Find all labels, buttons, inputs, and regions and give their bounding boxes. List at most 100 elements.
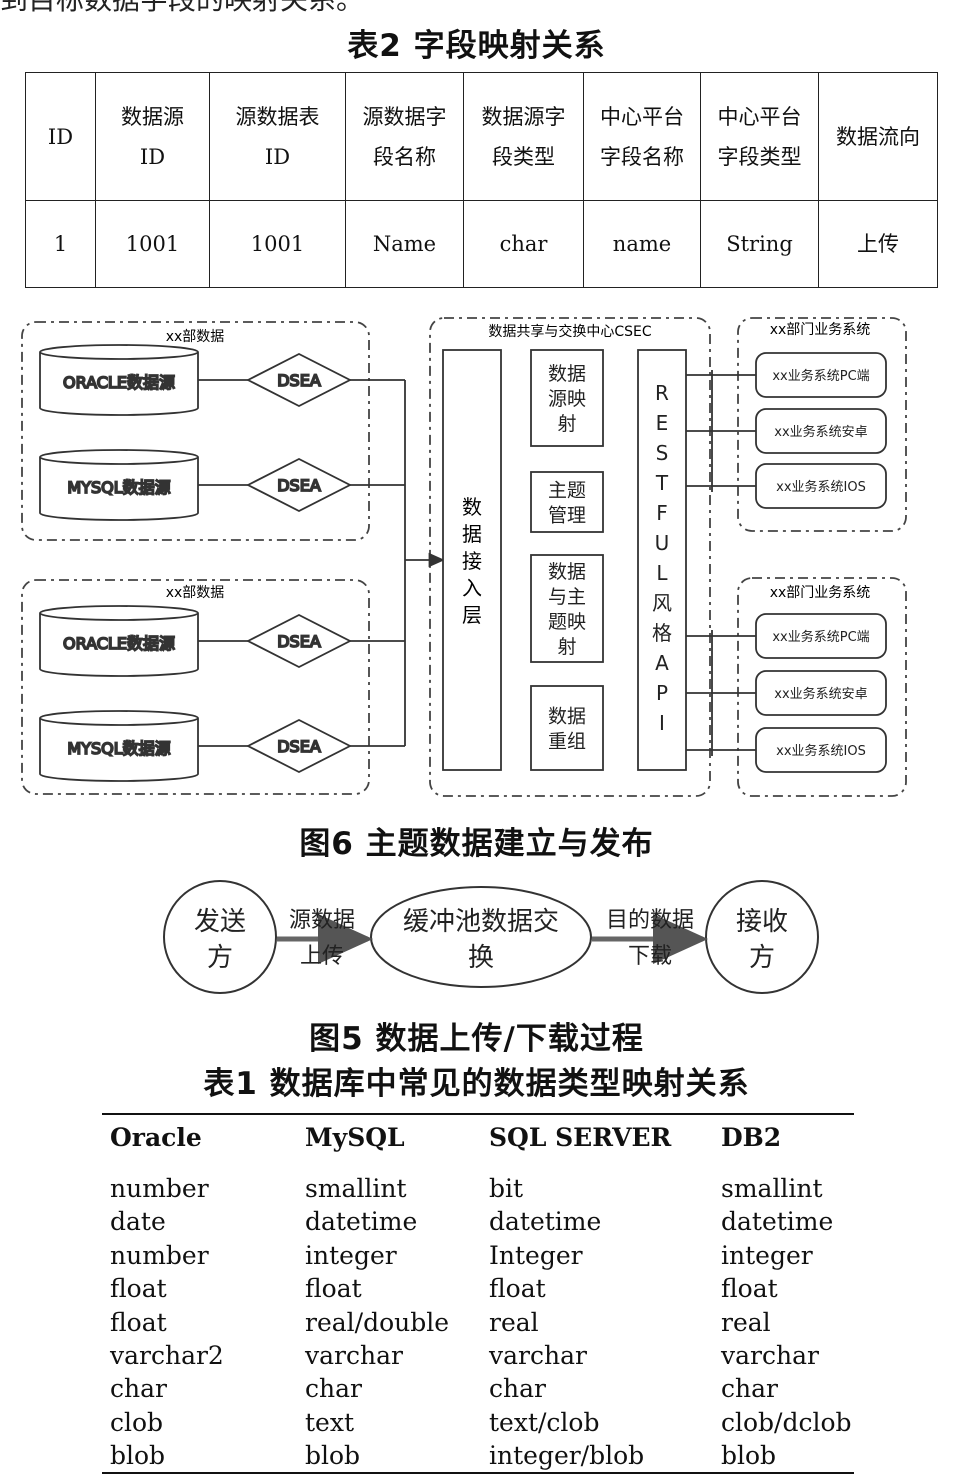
table-cell: smallint <box>305 1174 407 1203</box>
table-cell: text <box>305 1407 354 1437</box>
api-char: U <box>655 531 670 555</box>
table-cell: integer <box>305 1240 397 1270</box>
table-cell: 1001 <box>95 200 210 288</box>
receiver-node <box>705 880 819 994</box>
business-system-item: xx业务系统PC端 <box>755 352 887 398</box>
restful-api-box <box>637 349 687 771</box>
table-cell: blob <box>110 1441 166 1471</box>
receiver-label: 接收 <box>736 907 788 937</box>
dsea-node: DSEA <box>246 352 352 408</box>
table-cell: float <box>305 1274 362 1304</box>
table-cell: datetime <box>305 1207 418 1237</box>
table-cell: datetime <box>721 1207 834 1237</box>
table-cell: bit <box>489 1174 524 1203</box>
top-text-fragment: 到目标数据字段的映射关系。 <box>0 0 600 18</box>
column-header: DB2 <box>721 1123 782 1152</box>
table-cell: char <box>110 1374 167 1404</box>
table-cell: integer <box>721 1240 813 1270</box>
center-title: 数据共享与交换中心CSEC <box>488 323 652 340</box>
table-cell: Name <box>345 200 464 288</box>
table-cell: number <box>110 1174 209 1203</box>
upload-label: 源数据 <box>289 908 355 933</box>
header-cell: 中心平台字段名称 <box>583 72 701 201</box>
api-char: S <box>656 441 669 465</box>
table-cell: real <box>721 1307 771 1337</box>
business-system-item: xx业务系统PC端 <box>755 613 887 659</box>
header-cell: 数据源字段类型 <box>463 72 584 201</box>
architecture-diagram: xx部数据 xx部数据 数据共享与交换中心CSEC xx部门业务系统 xx部门业… <box>21 317 907 797</box>
module-label: 射 <box>557 413 576 435</box>
table-cell: datetime <box>489 1207 602 1237</box>
table-cell: blob <box>721 1441 777 1471</box>
business-system-item: xx业务系统安卓 <box>755 670 887 716</box>
receiver-label: 方 <box>749 943 775 973</box>
api-char: A <box>655 651 669 675</box>
table-row: 1 1001 1001 Name char name String 上传 <box>25 200 938 288</box>
group-label: xx部数据 <box>166 585 225 601</box>
business-group-title: xx部门业务系统 <box>770 322 871 338</box>
module-label: 与主 <box>548 586 586 608</box>
table-cell: float <box>489 1274 546 1304</box>
business-system-label: xx业务系统安卓 <box>774 686 867 702</box>
table-cell: date <box>110 1207 166 1237</box>
fig5-caption: 图5 数据上传/下载过程 <box>309 1021 644 1057</box>
download-label: 目的数据 <box>606 908 694 933</box>
table-cell: float <box>721 1274 778 1304</box>
header-cell: 数据流向 <box>818 72 938 201</box>
business-group-title: xx部门业务系统 <box>770 585 871 601</box>
dsea-label: DSEA <box>277 737 321 756</box>
table-cell: integer/blob <box>489 1441 645 1471</box>
column-header: MySQL <box>305 1123 405 1152</box>
table-cell: float <box>110 1274 167 1304</box>
buffer-label: 换 <box>468 943 494 973</box>
module-label: 题映 <box>548 611 586 633</box>
table-cell: blob <box>305 1441 361 1471</box>
table-cell: varchar <box>721 1341 819 1370</box>
sender-node <box>163 880 277 994</box>
api-char: F <box>656 501 668 525</box>
download-label: 下载 <box>628 944 672 969</box>
business-system-label: xx业务系统安卓 <box>774 424 867 440</box>
module-label: 主题 <box>548 480 586 502</box>
api-char: E <box>656 411 669 435</box>
business-system-item: xx业务系统IOS <box>755 463 887 509</box>
dsea-node: DSEA <box>246 613 352 669</box>
table-cell: char <box>463 200 584 288</box>
api-char: 格 <box>652 621 672 645</box>
table-cell: varchar2 <box>110 1341 224 1370</box>
upload-label: 上传 <box>300 944 344 969</box>
table-cell: Integer <box>489 1240 583 1270</box>
header-cell: ID <box>25 72 96 201</box>
table-cell: char <box>721 1374 778 1404</box>
table-cell: clob/dclob <box>721 1407 852 1437</box>
table1-caption: 表1 数据库中常见的数据类型映射关系 <box>203 1066 750 1102</box>
table-cell: real/double <box>305 1307 450 1337</box>
dsea-node: DSEA <box>246 457 352 513</box>
business-system-label: xx业务系统IOS <box>776 743 866 759</box>
dsea-node: DSEA <box>246 718 352 774</box>
access-layer-box <box>442 349 502 771</box>
table-cell: varchar <box>305 1341 403 1370</box>
source-group-box <box>21 579 370 795</box>
table-cell: clob <box>110 1407 164 1437</box>
table2-caption: 表2 字段映射关系 <box>347 28 606 64</box>
dsea-label: DSEA <box>277 476 321 495</box>
table-cell: text/clob <box>489 1407 600 1437</box>
module-label: 源映 <box>548 388 586 410</box>
module-label: 射 <box>557 636 576 658</box>
database-cylinder: ORACLE数据源 <box>39 344 199 416</box>
sender-label: 发送 <box>194 907 246 937</box>
module-label: 管理 <box>548 505 586 527</box>
table-cell: char <box>305 1374 362 1404</box>
table-cell: name <box>583 200 701 288</box>
